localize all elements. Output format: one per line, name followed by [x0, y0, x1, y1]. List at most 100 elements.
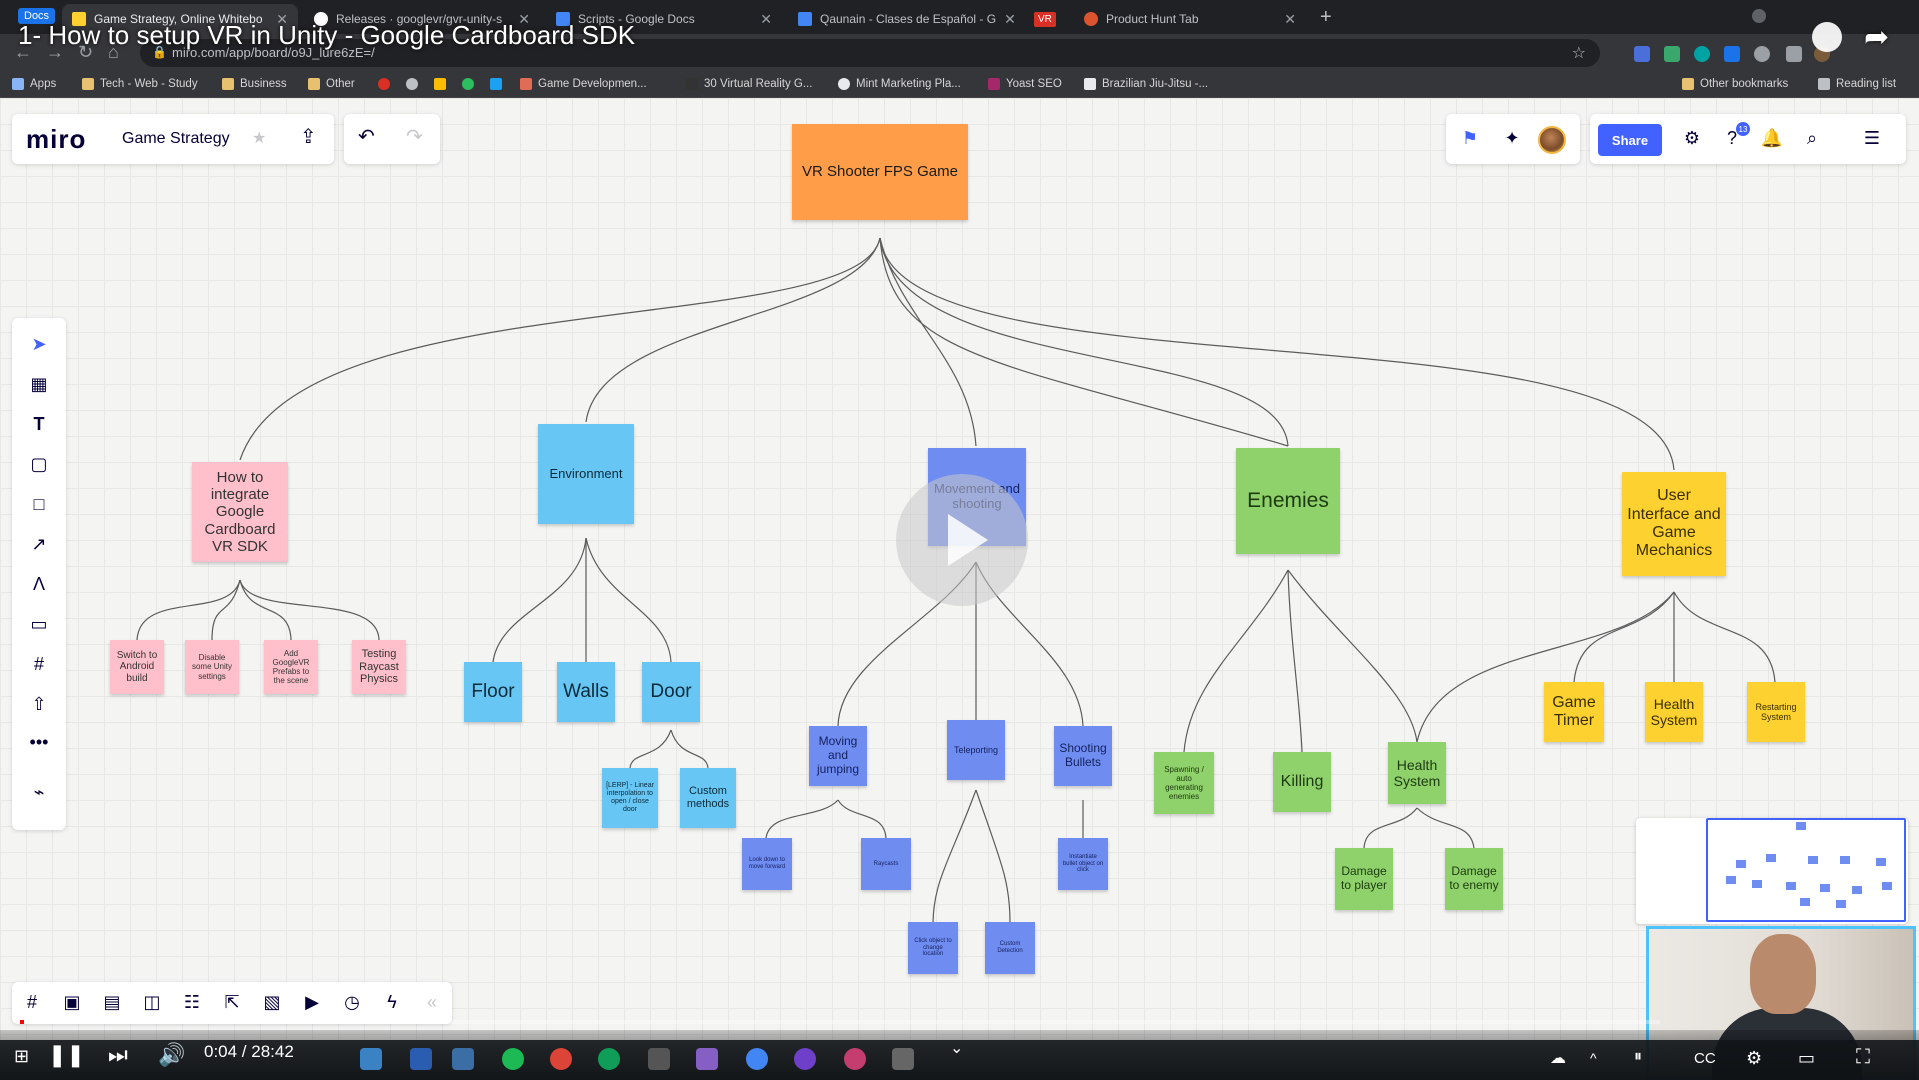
close-icon[interactable]: ✕ [1004, 10, 1016, 27]
bookmark-icon-p[interactable] [434, 78, 452, 90]
bookmark-icon-gear[interactable] [406, 78, 424, 90]
calculator-icon[interactable] [452, 1048, 474, 1070]
close-icon[interactable]: ✕ [518, 10, 530, 27]
kanban-icon[interactable]: ☷ [183, 992, 201, 1012]
extension-icon[interactable] [1724, 46, 1740, 62]
search-icon[interactable]: ⌕ [1806, 128, 1818, 148]
sticky-cardboard-sdk[interactable]: How to integrate Google Cardboard VR SDK [192, 462, 288, 562]
docs-badge[interactable]: Docs [18, 8, 56, 24]
sticky-game-timer[interactable]: Game Timer [1544, 682, 1604, 742]
chevron-down-icon[interactable]: ⌄ [950, 1040, 964, 1057]
frame-icon[interactable]: # [33, 654, 44, 674]
sticky-root[interactable]: VR Shooter FPS Game [792, 124, 968, 220]
share-arrow-icon[interactable]: ➦ [1864, 21, 1890, 54]
sticky-ui-mechanics[interactable]: User Interface and Game Mechanics [1622, 472, 1726, 576]
lightning-icon[interactable]: ϟ [387, 992, 397, 1012]
sticky-custom-detection[interactable]: Custom Detection [985, 922, 1035, 974]
new-tab-icon[interactable]: + [1320, 6, 1332, 28]
pause-icon[interactable]: ❚❚ [48, 1042, 85, 1067]
board-minimap[interactable] [1636, 818, 1908, 924]
bookmark-bjj[interactable]: Brazilian Jiu-Jitsu -... [1084, 78, 1208, 90]
home-icon[interactable]: ⌂ [108, 42, 119, 62]
next-icon[interactable]: ⏭ [108, 1042, 128, 1067]
sticky-door[interactable]: Door [642, 662, 700, 722]
video-progress-track[interactable] [20, 1020, 1660, 1024]
sticky-moving-jumping[interactable]: Moving and jumping [809, 726, 867, 786]
sticky-shooting-bullets[interactable]: Shooting Bullets [1054, 726, 1112, 786]
notes-icon[interactable]: ☰ [1863, 128, 1881, 148]
frames-icon[interactable]: # [26, 992, 37, 1012]
tab-spanish-class[interactable]: Qaunain - Clases de Español - G ✕ [788, 4, 1024, 34]
bookmark-folder[interactable]: Business [222, 78, 287, 90]
close-icon[interactable]: ✕ [1284, 10, 1296, 27]
bookmark-icon-evernote[interactable] [462, 78, 480, 90]
shape-icon[interactable]: □ [33, 494, 45, 514]
settings-gear-icon[interactable]: ⚙ [1746, 1048, 1763, 1068]
bell-icon[interactable]: 🔔 [1760, 128, 1784, 148]
bookmark-reading-list[interactable]: Reading list [1818, 78, 1896, 90]
sticky-raycasts[interactable]: Raycasts [861, 838, 911, 890]
bookmark-apps[interactable]: Apps [12, 78, 56, 90]
external-link-icon[interactable]: ⇱ [224, 992, 240, 1012]
extension-icon[interactable] [1664, 46, 1680, 62]
unity-icon[interactable] [648, 1048, 670, 1070]
spotify-icon[interactable] [502, 1048, 524, 1070]
minimap-viewport[interactable] [1706, 818, 1906, 922]
github-desktop-icon[interactable] [794, 1048, 816, 1070]
visual-studio-icon[interactable] [696, 1048, 718, 1070]
bookmark-folder[interactable]: Tech - Web - Study [82, 78, 198, 90]
presentation-icon[interactable]: ▣ [63, 992, 81, 1012]
apps-plug-icon[interactable]: ⌁ [33, 782, 45, 802]
screenshot-icon[interactable]: ▧ [263, 992, 281, 1012]
share-button[interactable]: Share [1598, 124, 1662, 156]
sticky-enemy-health-system[interactable]: Health System [1388, 742, 1446, 804]
sticky-look-down[interactable]: Look down to move forward [742, 838, 792, 890]
sticky-damage-enemy[interactable]: Damage to enemy [1445, 848, 1503, 910]
text-tool-icon[interactable]: T [33, 414, 45, 434]
sticky-click-object[interactable]: Click object to change location [908, 922, 958, 974]
sticky-instantiate-bullet[interactable]: Instantiate bullet object on click [1058, 838, 1108, 890]
board-title[interactable]: Game Strategy [122, 130, 230, 147]
forward-arrow-icon[interactable]: → [46, 42, 64, 62]
tab-miro[interactable]: Game Strategy, Online Whitebo ✕ [62, 4, 298, 34]
windows-start-icon[interactable]: ⊞ [14, 1046, 30, 1066]
reload-icon[interactable]: ↻ [78, 42, 94, 62]
sticky-damage-player[interactable]: Damage to player [1335, 848, 1393, 910]
connection-line-icon[interactable]: ↗ [31, 534, 47, 554]
cast-icon[interactable]: ▭ [1798, 1048, 1816, 1068]
back-arrow-icon[interactable]: ← [14, 42, 32, 62]
tab-product-hunt[interactable]: Product Hunt Tab ✕ [1074, 4, 1306, 34]
bookmark-other[interactable]: Other bookmarks [1682, 78, 1788, 90]
bookmark-mint-marketing[interactable]: Mint Marketing Pla... [838, 78, 961, 90]
templates-icon[interactable]: ▦ [30, 374, 48, 394]
sticky-environment[interactable]: Environment [538, 424, 634, 524]
settings-sliders-icon[interactable]: ⚙ [1683, 128, 1701, 148]
bookmark-icon-twitter[interactable] [490, 78, 508, 90]
sticky-raycast-physics[interactable]: Testing Raycast Physics [352, 640, 406, 694]
comment-icon[interactable]: ▭ [30, 614, 48, 634]
autoplay-toggle-icon[interactable]: ⏸ [1634, 1048, 1643, 1065]
tab-vr[interactable]: VR [1028, 4, 1068, 34]
cards-icon[interactable]: ◫ [143, 992, 161, 1012]
video-title[interactable]: 1- How to setup VR in Unity - Google Car… [18, 20, 636, 50]
miro-logo[interactable]: miro [26, 124, 87, 154]
chrome-icon[interactable] [550, 1048, 572, 1070]
avatar[interactable] [1538, 126, 1566, 154]
close-icon[interactable]: ✕ [760, 10, 772, 27]
pen-icon[interactable]: Λ [32, 574, 46, 594]
cloud-icon[interactable]: ☁ [1550, 1050, 1566, 1067]
bookmark-icon-red[interactable] [378, 78, 396, 90]
tab-google-docs[interactable]: Scripts - Google Docs ✕ [546, 4, 782, 34]
sticky-note-icon[interactable]: ▢ [30, 454, 48, 474]
extension-icon[interactable] [1754, 46, 1770, 62]
sticky-android-build[interactable]: Switch to Android build [110, 640, 164, 694]
star-icon[interactable]: ★ [252, 130, 267, 147]
bookmark-folder[interactable]: Other [308, 78, 355, 90]
play-icon[interactable] [896, 474, 1028, 606]
sticky-killing[interactable]: Killing [1273, 752, 1331, 812]
sticky-enemies[interactable]: Enemies [1236, 448, 1340, 554]
puzzle-icon[interactable] [1786, 46, 1802, 62]
video-call-icon[interactable]: ▶ [305, 992, 319, 1012]
comments-icon[interactable]: ▤ [103, 992, 121, 1012]
export-icon[interactable]: ⇪ [300, 126, 317, 148]
